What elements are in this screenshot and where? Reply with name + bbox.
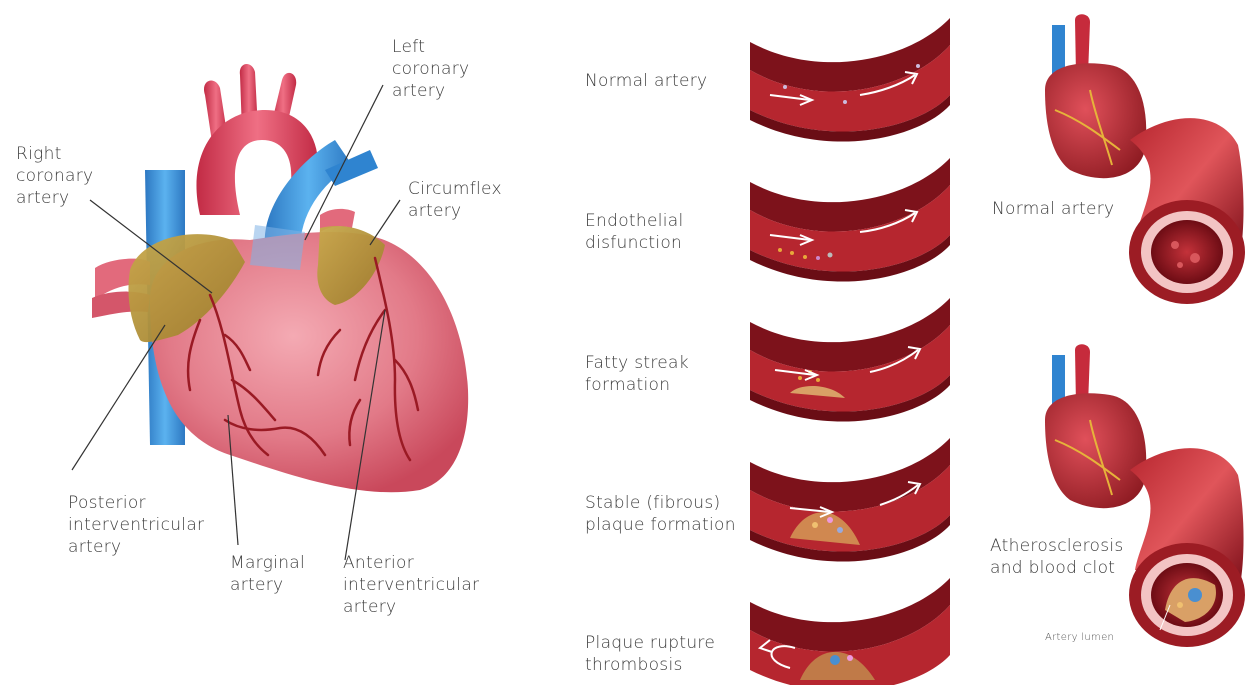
normal-comparison xyxy=(1045,14,1245,304)
mini-heart-1 xyxy=(1045,63,1146,178)
label-stage-4: Stable (fibrous) plaque formation xyxy=(585,492,736,536)
heart-illustration xyxy=(72,64,468,560)
label-posterior-interventricular-artery: Posterior interventricular artery xyxy=(68,492,204,558)
label-circumflex-artery: Circumflex artery xyxy=(408,178,502,222)
label-stage-3: Fatty streak formation xyxy=(585,352,689,396)
label-stage-2: Endothelial disfunction xyxy=(585,210,684,254)
label-atherosclerosis: Atherosclerosis and blood clot xyxy=(990,535,1124,579)
stage-artery-3 xyxy=(750,298,950,422)
label-anterior-interventricular-artery: Anterior interventricular artery xyxy=(343,552,479,618)
artery-stages xyxy=(750,18,950,685)
mini-heart-2 xyxy=(1045,393,1146,508)
diseased-comparison xyxy=(1045,344,1245,647)
label-stage-5: Plaque rupture thrombosis xyxy=(585,632,715,676)
stage-artery-1 xyxy=(750,18,950,142)
stage-artery-2 xyxy=(750,158,950,282)
stage-artery-4 xyxy=(750,438,950,562)
label-marginal-artery: Marginal artery xyxy=(230,552,305,596)
label-artery-lumen: Artery lumen xyxy=(1045,632,1114,644)
label-right-coronary-artery: Right coronary artery xyxy=(16,143,93,209)
label-normal-artery: Normal artery xyxy=(992,198,1114,220)
label-stage-1: Normal artery xyxy=(585,70,707,92)
label-left-coronary-artery: Left coronary artery xyxy=(392,36,469,102)
stage-artery-5 xyxy=(750,578,950,685)
